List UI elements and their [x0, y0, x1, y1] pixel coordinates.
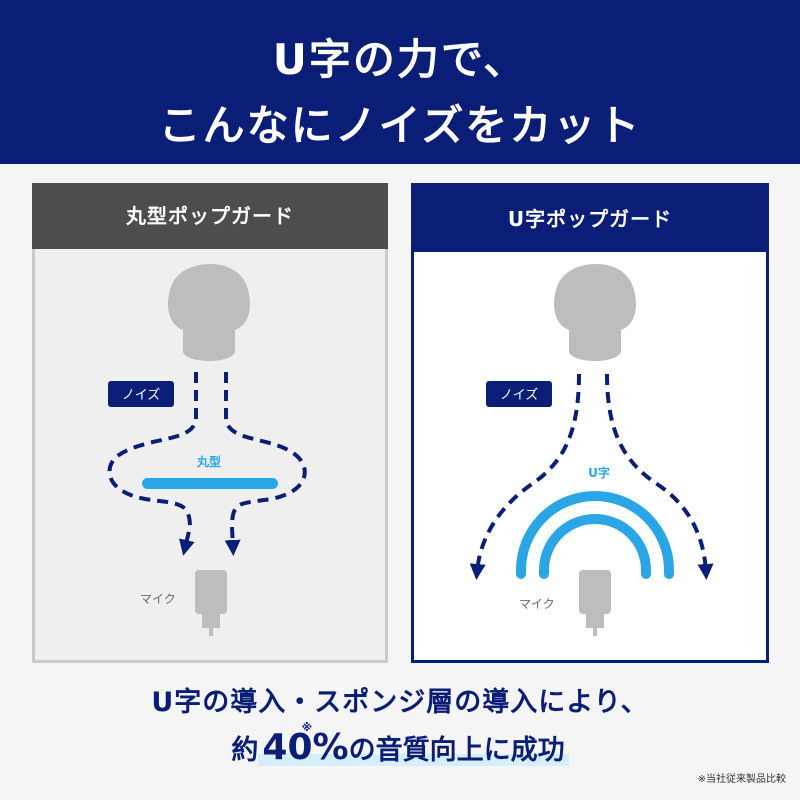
u-guard-inner-arc: [539, 514, 651, 579]
noise-path-left: [107, 372, 198, 556]
u-pop-guard-panel: U字ポップガード ノイズ U字 マイク: [411, 183, 769, 663]
headline-line-2: こんなにノイズをカット: [158, 101, 642, 150]
u-guard-diagram: ノイズ U字 マイク: [469, 264, 714, 636]
u-guard-label: U字: [588, 465, 610, 480]
mic-label: マイク: [140, 592, 176, 606]
improvement-percent-value: 40%: [262, 727, 349, 768]
headline-line-1: U字の力で、: [272, 35, 528, 84]
svg-text:ノイズ: ノイズ: [500, 387, 539, 403]
round-pop-guard-header: 丸型ポップガード: [32, 183, 388, 249]
u-guard-outer-arc: [516, 491, 674, 579]
round-guard-label: 丸型: [196, 454, 221, 469]
person-head-icon: [554, 264, 636, 361]
noise-path-left: [469, 373, 581, 580]
footnote-mark: ※: [301, 721, 313, 734]
svg-text:ノイズ: ノイズ: [122, 387, 161, 403]
microphone-icon: [195, 570, 227, 636]
noise-label: ノイズ: [486, 381, 552, 407]
summary-suffix: の音質向上に成功: [348, 735, 565, 766]
round-guard-bar: [142, 478, 278, 489]
summary-line-1: U字の導入・スポンジ層の導入により、: [151, 687, 649, 718]
mic-label: マイク: [519, 597, 555, 611]
round-pop-guard-panel: 丸型ポップガード ノイズ 丸型 マイク: [32, 183, 388, 663]
improvement-percent: 40%※: [262, 721, 349, 768]
microphone-icon: [579, 570, 611, 636]
headline-banner: U字の力で、 こんなにノイズをカット: [0, 0, 800, 164]
noise-path-right: [605, 373, 714, 580]
u-pop-guard-header: U字ポップガード: [414, 186, 766, 252]
noise-label: ノイズ: [108, 381, 174, 407]
summary-prefix: 約: [231, 735, 259, 766]
noise-path-right: [224, 372, 307, 556]
person-head-icon: [168, 264, 250, 361]
round-guard-diagram: ノイズ 丸型 マイク: [107, 264, 307, 636]
summary-highlight: 40%※の音質向上に成功: [258, 721, 569, 768]
footnote: ※当社従来製品比較: [697, 774, 786, 785]
